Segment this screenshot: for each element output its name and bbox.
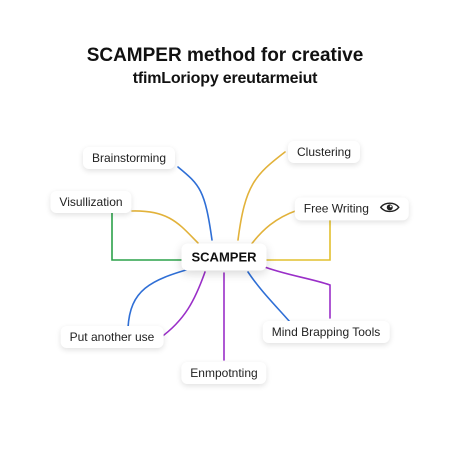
link-brainstorming: [177, 166, 213, 241]
link-visullization: [131, 210, 199, 244]
diagram-subtitle: tfimLoriopy ereutarmeiut: [132, 70, 318, 87]
node-brainstorming-label: Brainstorming: [91, 151, 167, 165]
node-visullization-label: Visullization: [59, 195, 123, 209]
node-brainstorming: Brainstorming: [82, 147, 176, 169]
link-mind-mapping-blue: [247, 271, 291, 323]
node-free-writing: Free Writing: [294, 197, 410, 221]
link-free-writing-2: [249, 209, 299, 247]
node-put-another-use: Put another use: [60, 326, 164, 348]
node-free-writing-label: Free Writing: [303, 201, 369, 216]
link-free-writing: [261, 219, 331, 261]
eye-icon[interactable]: [380, 202, 401, 217]
node-put-another-use-label: Put another use: [69, 330, 155, 344]
center-label: SCAMPER: [191, 249, 257, 265]
node-clustering-label: Clustering: [296, 145, 352, 159]
link-put-another-use-purple: [159, 271, 206, 339]
node-enmpoting-label: Enmpotnting: [190, 366, 258, 380]
node-visullization: Visullization: [50, 191, 132, 213]
link-clustering: [237, 151, 286, 241]
link-put-another-use: [127, 267, 194, 329]
node-mind-mapping-tools-label: Mind Brapping Tools: [271, 325, 381, 339]
diagram-title: SCAMPER method for creative: [86, 45, 364, 66]
node-enmpoting: Enmpotnting: [181, 362, 267, 384]
node-scamper-center: SCAMPER: [181, 243, 267, 271]
node-clustering: Clustering: [287, 141, 361, 163]
link-visullization-green: [111, 211, 184, 261]
link-mind-mapping-purple: [261, 265, 331, 319]
node-mind-mapping-tools: Mind Brapping Tools: [262, 321, 390, 343]
